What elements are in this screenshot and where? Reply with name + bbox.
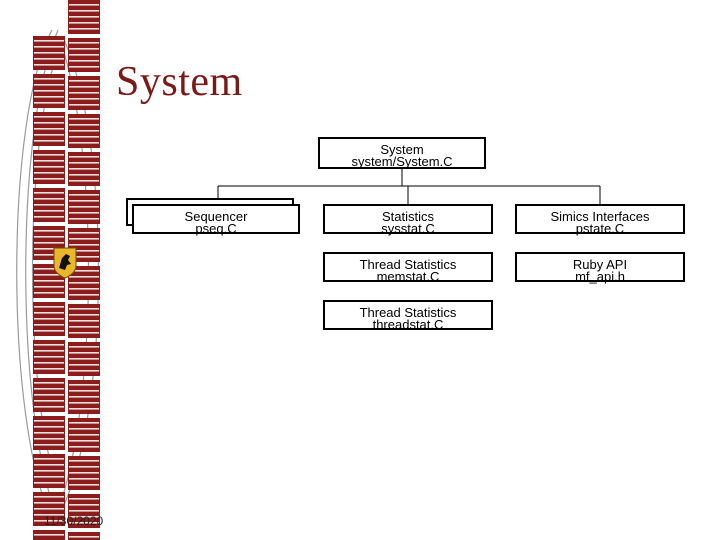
node-name: Thread Statistics: [359, 305, 457, 320]
spiral-binding-decoration: [16, 0, 100, 540]
node-name: Ruby API: [572, 257, 628, 272]
node-file: sysstat.C: [381, 221, 435, 236]
node-ruby-api: Ruby API mf_api.h: [515, 252, 685, 284]
node-name: Thread Statistics: [359, 257, 457, 272]
binding-block: [68, 418, 100, 452]
binding-block: [68, 494, 100, 528]
binding-block: [33, 36, 65, 70]
binding-block: [68, 152, 100, 186]
binding-block: [68, 38, 100, 72]
node-file: system/System.C: [351, 154, 453, 169]
binding-block: [33, 150, 65, 184]
node-name: Sequencer: [184, 209, 248, 224]
binding-block: [68, 304, 100, 338]
binding-block: [68, 380, 100, 414]
binding-block: [68, 342, 100, 376]
node-simics-interfaces: Simics Interfaces pstate.C: [515, 204, 685, 236]
binding-block: [68, 114, 100, 148]
node-file: threadstat.C: [372, 317, 444, 332]
horse-crest-icon: [53, 247, 77, 279]
slide-title: System: [116, 59, 243, 105]
node-file: memstat.C: [376, 269, 440, 284]
node-name: Simics Interfaces: [550, 209, 650, 224]
binding-block: [33, 416, 65, 450]
binding-block: [68, 76, 100, 110]
binding-block: [33, 492, 65, 526]
binding-block: [33, 530, 65, 540]
node-statistics: Statistics sysstat.C: [323, 204, 493, 236]
binding-block: [68, 456, 100, 490]
node-file: mf_api.h: [575, 269, 625, 284]
binding-block: [33, 454, 65, 488]
binding-block: [68, 532, 100, 540]
node-thread-statistics-threadstat: Thread Statistics threadstat.C: [323, 300, 493, 332]
node-name: System: [380, 142, 424, 157]
binding-block: [33, 74, 65, 108]
binding-block: [68, 0, 100, 34]
node-sequencer: Sequencer pseq.C: [132, 204, 300, 236]
binding-block: [33, 378, 65, 412]
node-name: Statistics: [381, 209, 434, 224]
binding-block: [33, 340, 65, 374]
node-system-root: System system/System.C: [318, 137, 486, 169]
node-thread-statistics-memstat: Thread Statistics memstat.C: [323, 252, 493, 284]
node-file: pstate.C: [575, 221, 625, 236]
binding-block: [33, 188, 65, 222]
binding-block: [33, 226, 65, 260]
node-file: pseq.C: [195, 221, 237, 236]
footer-date: 11/30/2020: [44, 514, 104, 528]
binding-block: [68, 190, 100, 224]
binding-block: [33, 302, 65, 336]
binding-block: [33, 112, 65, 146]
